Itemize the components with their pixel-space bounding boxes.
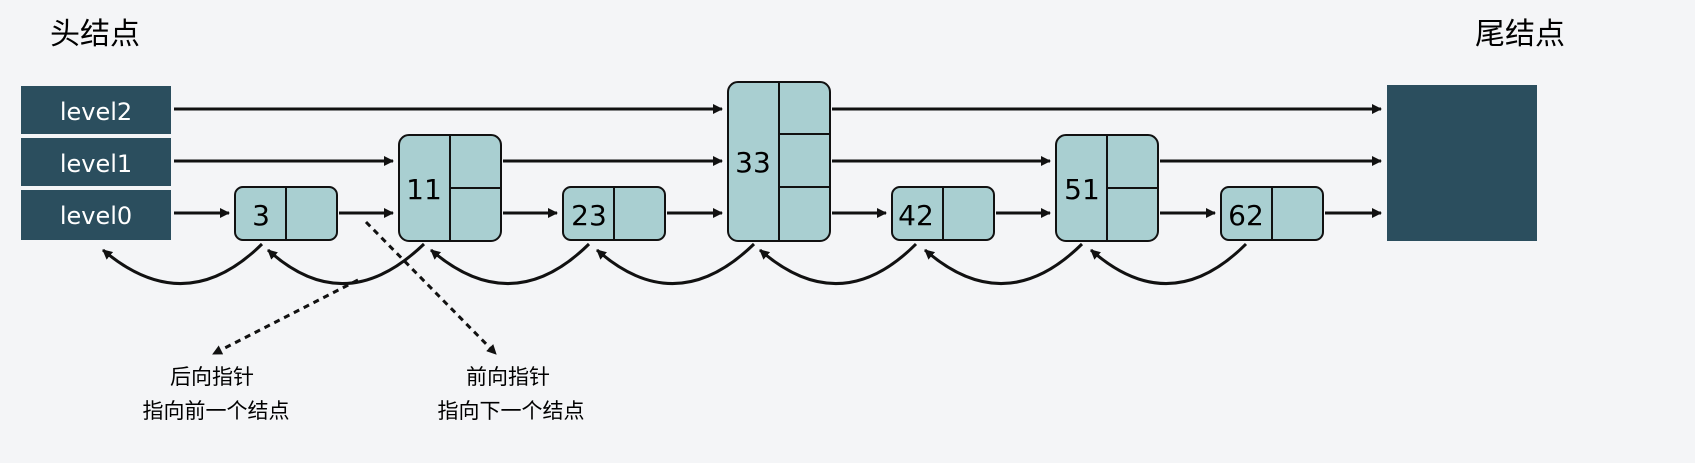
backward-pointer [266, 242, 426, 285]
backward-pointer [924, 242, 1084, 285]
node-11-value: 11 [406, 173, 442, 206]
forward-annotation-desc: 指向下一个结点 [438, 399, 585, 423]
backward-pointer [1090, 242, 1248, 285]
node-3-value: 3 [252, 199, 270, 232]
forward-annotation-title: 前向指针 [466, 365, 550, 389]
tail-node [1387, 85, 1537, 241]
backward-pointer [102, 242, 264, 286]
backward-pointers [102, 242, 1248, 286]
head-node-label: 头结点 [50, 17, 140, 52]
node-62-value: 62 [1228, 199, 1264, 232]
node-42-value: 42 [898, 199, 934, 232]
tail-node-label: 尾结点 [1475, 17, 1565, 52]
node-33-value: 33 [735, 146, 771, 179]
node-51-value: 51 [1064, 173, 1100, 206]
head-node: level2 level1 level0 [19, 84, 173, 242]
backward-annotation-title: 后向指针 [170, 365, 254, 389]
forward-annotation-arrow [364, 220, 498, 356]
backward-pointer [430, 242, 591, 286]
head-level0-label: level0 [60, 202, 132, 230]
node-3: 3 [234, 186, 338, 241]
backward-annotation-arrow [212, 278, 359, 356]
head-level2-label: level2 [60, 98, 132, 126]
head-level1-label: level1 [60, 150, 132, 178]
node-23: 23 [562, 186, 666, 241]
node-62: 62 [1220, 186, 1324, 241]
backward-pointer [759, 242, 918, 285]
annotation-arrows [212, 220, 498, 356]
node-23-value: 23 [571, 199, 607, 232]
node-51: 51 [1055, 134, 1159, 242]
backward-annotation-desc: 指向前一个结点 [143, 399, 290, 423]
head-level2-box [19, 84, 173, 136]
node-11: 11 [398, 134, 502, 242]
node-33: 33 [727, 81, 831, 242]
node-42: 42 [891, 186, 995, 241]
backward-pointer [596, 242, 756, 285]
head-level1-box [19, 136, 173, 188]
head-level0-box [19, 188, 173, 242]
